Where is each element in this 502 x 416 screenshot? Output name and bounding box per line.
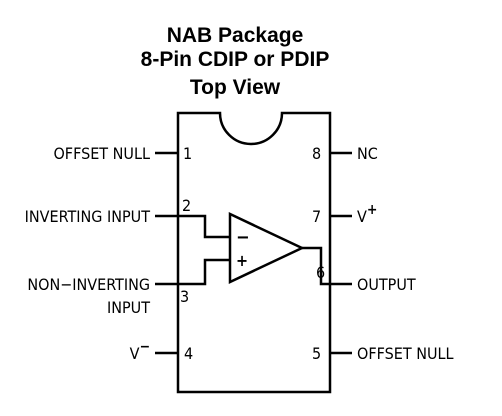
op-amp-plus-sign: + [236,251,248,270]
pin-3-label-line1: NON−INVERTING [27,275,150,294]
pin-6-number: 6 [316,263,325,282]
op-amp-symbol [228,212,305,284]
output-wire [302,246,330,286]
pin-2-label: INVERTING INPUT [25,207,151,226]
pin-6-label: OUTPUT [357,275,416,294]
pin-3-number: 3 [180,287,189,306]
pin-4-label-main: V [130,344,140,363]
pin-8-number: 8 [312,144,321,163]
pin-1-number: 1 [183,144,192,163]
pin-4-number: 4 [184,344,193,363]
pin-4-label: V− [130,339,150,363]
pin-3-label-line2: INPUT [107,298,150,317]
pin-7-label-main: V [357,207,367,226]
view-label: Top View [189,76,281,99]
pin-8-label: NC [357,144,378,163]
pin-7-label-sup: + [367,202,378,218]
package-title: NAB Package [166,24,304,47]
inverting-input-wire [178,214,230,239]
pin-1-label: OFFSET NULL [53,144,150,163]
pin-5-label: OFFSET NULL [357,344,454,363]
non-inverting-input-wire [178,258,230,286]
pin-7-label: V+ [357,202,377,226]
ic-package-outline [176,111,332,394]
pin-7-number: 7 [312,207,321,226]
op-amp-minus-sign: − [236,227,250,248]
pin-5-number: 5 [312,344,321,363]
package-subtitle: 8-Pin CDIP or PDIP [140,48,330,71]
pin-2-number: 2 [182,196,191,215]
pin-4-label-sup: − [139,339,150,355]
